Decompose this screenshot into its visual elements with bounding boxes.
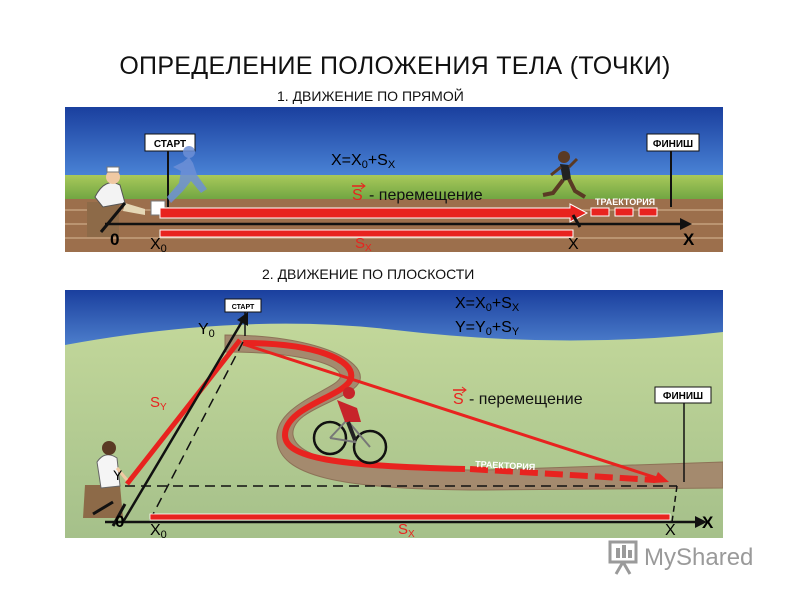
x0-label: X0: [150, 522, 167, 538]
plane-motion-panel: ТРАЕКТОРИЯ СТАРТ ФИНИШ X=X0+SX Y=Y0+SY: [65, 290, 723, 538]
finish-sign: [654, 386, 712, 404]
axis-label: X: [702, 513, 714, 532]
watermark-text: MyShared: [644, 544, 753, 571]
displacement-arrow: [159, 203, 589, 223]
sx-segment: [159, 229, 574, 238]
judge-figure: [83, 441, 129, 518]
displacement-symbol: S: [453, 391, 464, 408]
trajectory-dashes: [590, 207, 658, 217]
trajectory-label: ТРАЕКТОРИЯ: [595, 197, 655, 207]
axis-label: X: [683, 230, 695, 249]
section2-heading: 2. ДВИЖЕНИЕ ПО ПЛОСКОСТИ: [262, 266, 475, 282]
x0-label: X0: [150, 236, 167, 252]
equation-x: X=X0+SX: [331, 152, 396, 171]
sy-label: SY: [150, 394, 167, 413]
sx-segment: [149, 513, 671, 521]
field: [65, 323, 723, 538]
y0-label: Y0: [198, 321, 215, 340]
finish-sign-label: ФИНИШ: [663, 391, 703, 402]
ghost-runner: [167, 157, 207, 203]
origin-label: 0: [110, 230, 119, 249]
sx-label: SX: [355, 235, 372, 252]
runner: [542, 151, 587, 199]
straight-motion-panel: СТАРТ ФИНИШ X=X0+SX S - перемещение Т: [65, 107, 723, 252]
displacement-label: - перемещение: [369, 187, 483, 204]
trajectory-label: ТРАЕКТОРИЯ: [475, 459, 536, 472]
origin-label: 0: [115, 512, 124, 531]
page-title: ОПРЕДЕЛЕНИЕ ПОЛОЖЕНИЯ ТЕЛА (ТОЧКИ): [119, 52, 671, 80]
x-position-label: X: [568, 236, 579, 252]
section1-heading: 1. ДВИЖЕНИЕ ПО ПРЯМОЙ: [277, 88, 464, 104]
presentation-icon: [608, 540, 638, 575]
start-sign: [224, 298, 262, 313]
sy-segment: [125, 338, 242, 486]
equation-y: Y=Y0+SY: [455, 319, 520, 338]
finish-sign: [646, 133, 700, 152]
watermark: MyShared: [608, 540, 753, 575]
start-sign-label: СТАРТ: [232, 304, 255, 311]
y-position-label: Y: [113, 467, 123, 483]
trajectory-dashes: [469, 466, 656, 483]
sx-label: SX: [398, 521, 415, 538]
displacement-label: - перемещение: [469, 391, 583, 408]
cyclist: [312, 387, 388, 465]
equation-x: X=X0+SX: [455, 295, 520, 314]
finish-sign-label: ФИНИШ: [653, 139, 693, 150]
x-position-label: X: [665, 522, 676, 538]
start-sign: [144, 133, 196, 152]
y-axis: [121, 319, 245, 523]
start-sign-label: СТАРТ: [154, 139, 186, 150]
displacement-symbol: S: [352, 187, 363, 204]
displacement-arrow: [242, 342, 664, 482]
